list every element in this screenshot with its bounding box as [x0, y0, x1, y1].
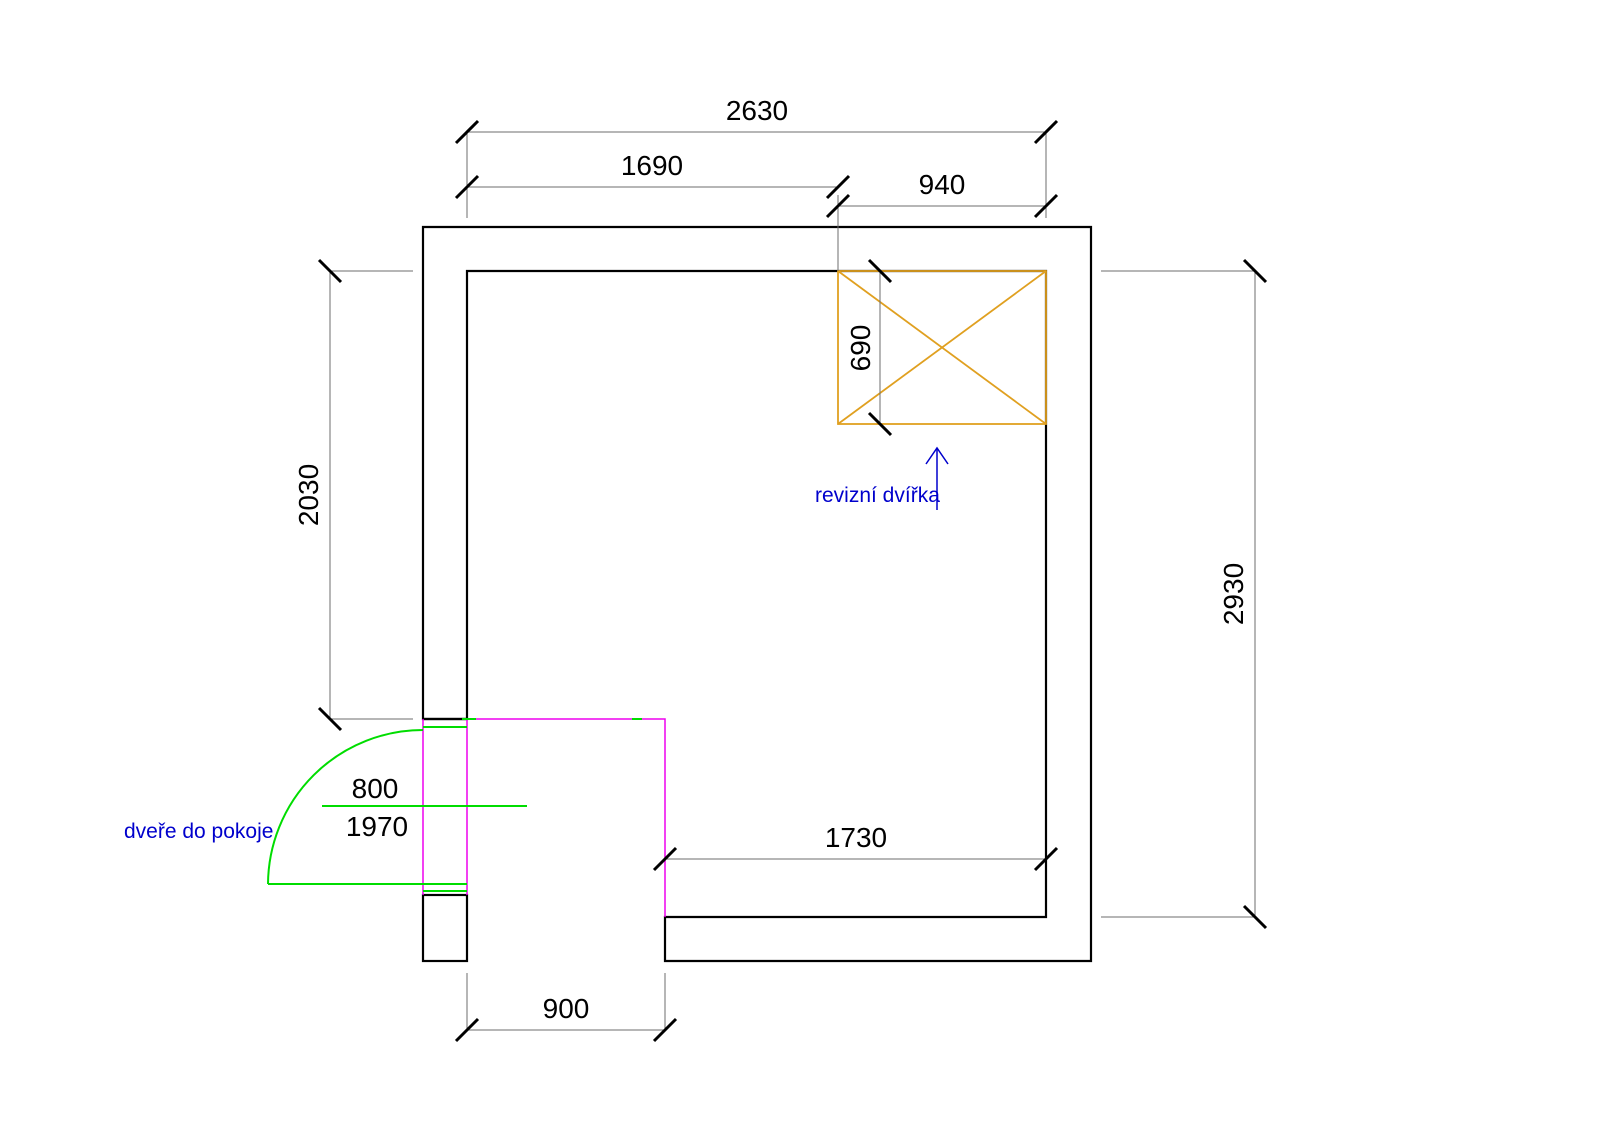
- dimension-left: [317, 258, 413, 732]
- door-width-label: 800: [352, 773, 399, 804]
- wall-outline: [421, 225, 1093, 963]
- dimension-left-label: 2030: [293, 464, 324, 526]
- dimension-bottom-inner: [652, 846, 1059, 872]
- dimension-bottom-opening-label: 900: [543, 993, 590, 1024]
- dimension-total-top-label: 2630: [726, 95, 788, 126]
- wall-segment-bottom-left: [421, 893, 469, 963]
- dimension-right-label: 2930: [1218, 563, 1249, 625]
- opening-outline: [422, 718, 666, 917]
- door-swing-arc: [267, 729, 424, 885]
- opening-passage-outline: [467, 718, 666, 917]
- dimension-hatch-height: [867, 258, 893, 437]
- dimension-right: [1101, 258, 1268, 930]
- hatch-cross-2: [837, 270, 1047, 425]
- dimension-hatch-height-label: 690: [845, 325, 876, 372]
- dimension-top-right: [825, 193, 1059, 271]
- door-note: dveře do pokoje: [124, 820, 273, 843]
- inspection-hatch: [837, 270, 1047, 425]
- dimension-top-left-label: 1690: [621, 150, 683, 181]
- dimension-top-left: [454, 174, 851, 200]
- hatch-outline: [837, 270, 1047, 425]
- hatch-note: revizní dvířka: [815, 484, 940, 507]
- walls: [421, 225, 1093, 963]
- door-height-label: 1970: [346, 811, 408, 842]
- door-symbol: [267, 718, 642, 892]
- hatch-arrow-head: [925, 446, 949, 465]
- dimension-bottom-inner-label: 1730: [825, 822, 887, 853]
- dimension-total-top: [454, 119, 1059, 218]
- hatch-arrow: [925, 446, 949, 510]
- dimension-bottom-opening: [454, 973, 678, 1043]
- dimension-top-right-label: 940: [919, 169, 966, 200]
